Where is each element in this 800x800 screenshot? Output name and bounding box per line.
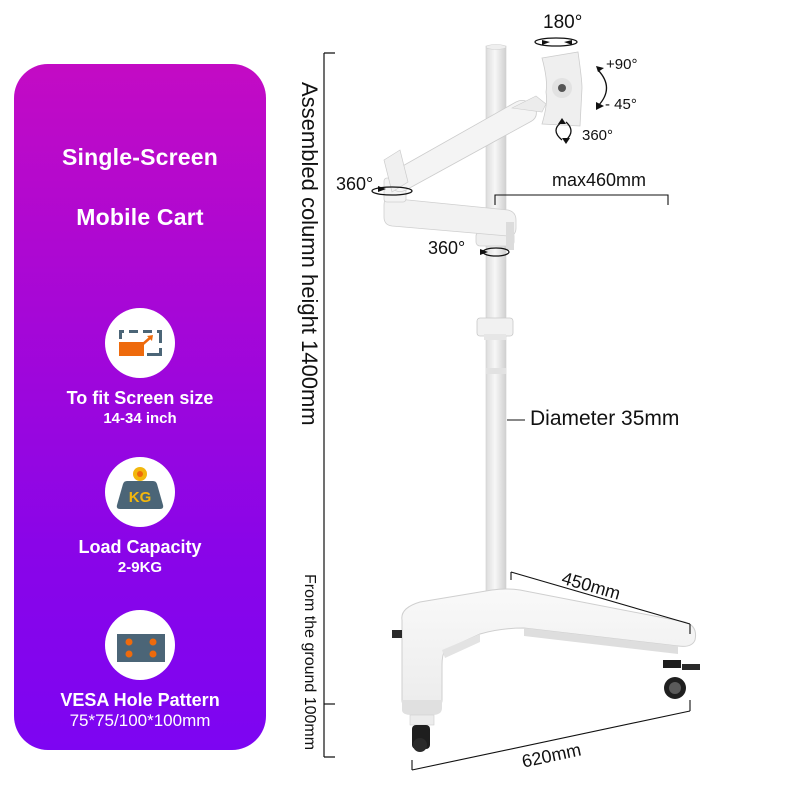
column-diameter-label: Diameter 35mm xyxy=(530,407,680,430)
feature-screen-size: To fit Screen size 14-34 inch xyxy=(14,308,266,429)
caster-right xyxy=(663,660,700,699)
rotate-360-label: 360° xyxy=(582,127,614,144)
screen-resize-icon xyxy=(105,308,175,378)
feature-vesa: VESA Hole Pattern 75*75/100*100mm xyxy=(14,610,266,731)
feature-load-capacity: KG Load Capacity 2-9KG xyxy=(14,457,266,578)
mobile-cart-illustration xyxy=(323,37,700,771)
swivel-180-label: 180° xyxy=(543,12,583,33)
feature-label: To fit Screen size xyxy=(66,388,214,408)
tilt-up-label: +90° xyxy=(606,56,638,73)
arm-reach-label: max460mm xyxy=(552,170,647,190)
tilt-down-label: - 45° xyxy=(605,96,637,113)
product-diagram: 180° +90° - 45° 360° 360° 360° max460mm … xyxy=(280,0,800,800)
feature-value: 75*75/100*100mm xyxy=(69,711,211,730)
svg-text:KG: KG xyxy=(129,489,152,506)
feature-panel: Single-Screen Mobile Cart To f xyxy=(14,64,266,750)
panel-title-line1: Single-Screen xyxy=(62,144,218,170)
vesa-pattern-icon xyxy=(105,610,175,680)
elbow-360-label: 360° xyxy=(336,174,374,194)
feature-label: Load Capacity xyxy=(78,537,202,557)
column-height-label: Assembled column height 1400mm xyxy=(297,82,322,426)
feature-value: 2-9KG xyxy=(117,559,163,576)
caster-front-left xyxy=(409,714,435,752)
ground-clearance-label: From the ground 100mm xyxy=(301,574,318,751)
kg-weight-icon: KG xyxy=(105,457,175,527)
feature-label: VESA Hole Pattern xyxy=(60,690,220,710)
base-clamp-360-label: 360° xyxy=(428,238,466,258)
feature-value: 14-34 inch xyxy=(103,410,177,427)
panel-title-line2: Mobile Cart xyxy=(76,204,204,230)
